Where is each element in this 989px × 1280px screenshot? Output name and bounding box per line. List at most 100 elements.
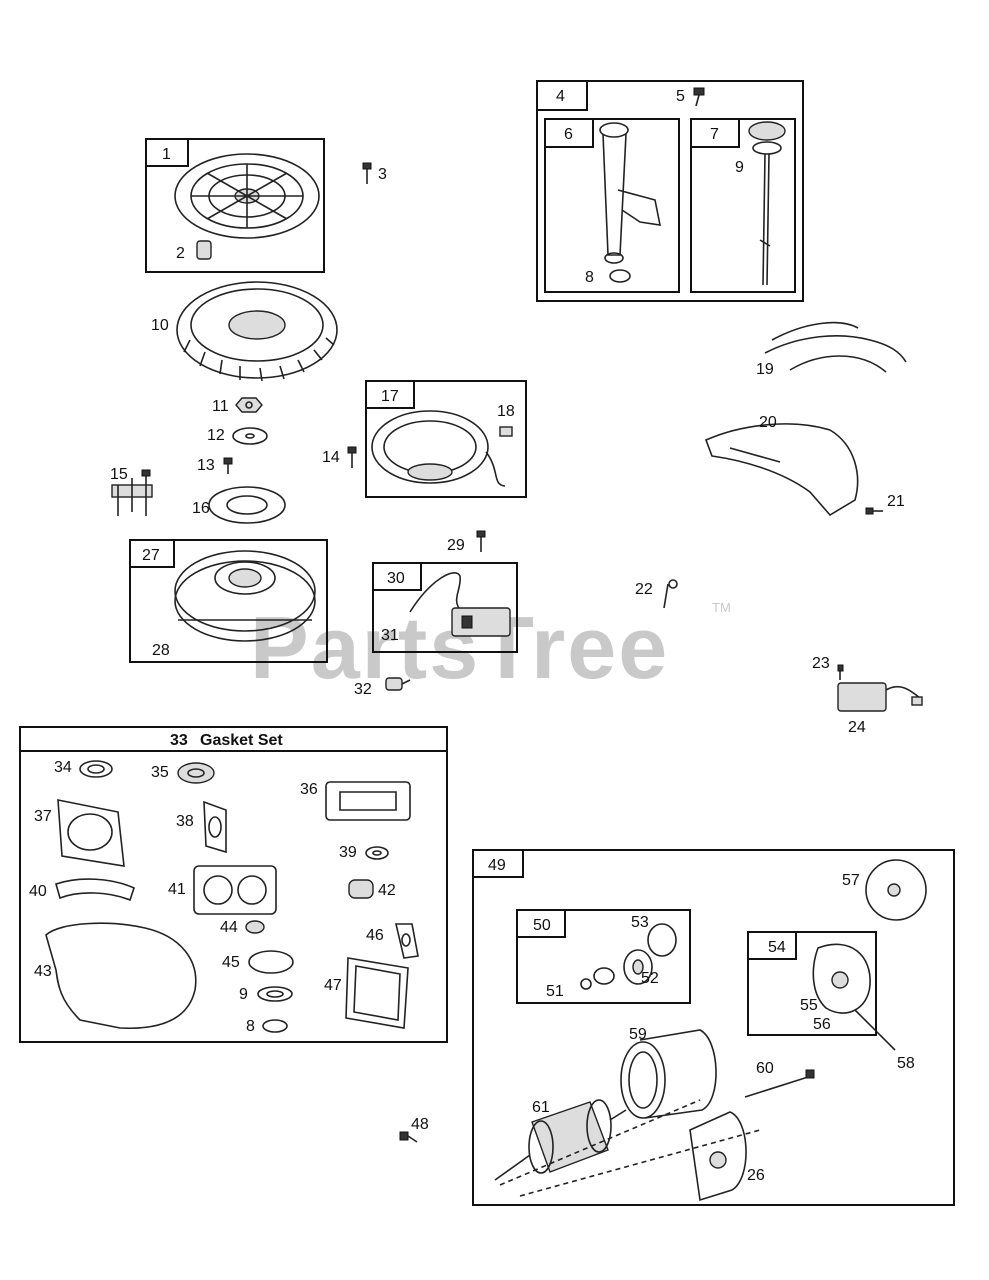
seal-35-part[interactable] bbox=[177, 762, 215, 784]
regulator-24-part[interactable] bbox=[837, 682, 923, 712]
callout-35[interactable]: 35 bbox=[151, 764, 169, 781]
screw-5-part[interactable] bbox=[693, 87, 705, 107]
callout-42[interactable]: 42 bbox=[378, 882, 396, 899]
o-ring-8b-part[interactable] bbox=[262, 1019, 288, 1033]
clip-22-part[interactable] bbox=[663, 579, 678, 609]
screw-48-part[interactable] bbox=[399, 1131, 418, 1143]
callout-47[interactable]: 47 bbox=[324, 977, 342, 994]
screw-23-part[interactable] bbox=[837, 664, 844, 680]
callout-48[interactable]: 48 bbox=[411, 1116, 429, 1133]
callout-18[interactable]: 18 bbox=[497, 403, 515, 420]
callout-56[interactable]: 56 bbox=[813, 1016, 831, 1033]
callout-54[interactable]: 54 bbox=[768, 939, 786, 956]
blower-screen-part[interactable] bbox=[174, 153, 320, 239]
dipstick-tube-part[interactable] bbox=[599, 122, 662, 264]
brush-holder-part[interactable] bbox=[812, 943, 871, 1014]
bolt-60-part[interactable] bbox=[744, 1069, 815, 1098]
callout-32[interactable]: 32 bbox=[354, 681, 372, 698]
callout-58[interactable]: 58 bbox=[897, 1055, 915, 1072]
bracket-15-part[interactable] bbox=[111, 469, 153, 516]
callout-11[interactable]: 11 bbox=[212, 398, 229, 415]
seal-44-part[interactable] bbox=[245, 920, 265, 934]
nut-11-part[interactable] bbox=[235, 397, 263, 413]
group-box-30[interactable]: 30 31 bbox=[372, 562, 518, 653]
callout-45[interactable]: 45 bbox=[222, 954, 240, 971]
flywheel-part[interactable] bbox=[174, 550, 316, 642]
group-box-4[interactable]: 4 5 6 8 7 9 bbox=[536, 80, 804, 302]
callout-19[interactable]: 19 bbox=[756, 361, 774, 378]
seal-34-part[interactable] bbox=[79, 760, 113, 778]
callout-50[interactable]: 50 bbox=[533, 917, 551, 934]
gasket-set-title[interactable]: Gasket Set bbox=[200, 732, 283, 749]
callout-23[interactable]: 23 bbox=[812, 655, 830, 672]
callout-28[interactable]: 28 bbox=[152, 642, 170, 659]
callout-31[interactable]: 31 bbox=[381, 627, 399, 644]
o-ring-8-part[interactable] bbox=[609, 269, 631, 283]
callout-39[interactable]: 39 bbox=[339, 844, 357, 861]
callout-49[interactable]: 49 bbox=[488, 857, 506, 874]
callout-55[interactable]: 55 bbox=[800, 997, 818, 1014]
screw-13-part[interactable] bbox=[223, 457, 233, 474]
callout-51[interactable]: 51 bbox=[546, 983, 564, 1000]
screw-3-part[interactable] bbox=[362, 162, 372, 184]
callout-41[interactable]: 41 bbox=[168, 881, 186, 898]
alternator-part[interactable] bbox=[371, 410, 506, 487]
callout-52[interactable]: 52 bbox=[641, 970, 659, 987]
group-box-17[interactable]: 17 18 bbox=[365, 380, 527, 498]
drive-gear-part[interactable] bbox=[580, 923, 677, 990]
callout-20[interactable]: 20 bbox=[759, 414, 777, 431]
plate-57-part[interactable] bbox=[865, 859, 927, 921]
gasket-46-part[interactable] bbox=[394, 923, 419, 959]
group-box-1[interactable]: 1 2 bbox=[145, 138, 325, 273]
screw-14-part[interactable] bbox=[347, 446, 357, 468]
plate-16-part[interactable] bbox=[208, 486, 286, 524]
screw-21-part[interactable] bbox=[865, 507, 883, 515]
spark-plug-cap-32-part[interactable] bbox=[385, 677, 411, 691]
washer-39-part[interactable] bbox=[365, 846, 389, 860]
callout-26[interactable]: 26 bbox=[747, 1167, 765, 1184]
screw-29-part[interactable] bbox=[476, 530, 486, 552]
callout-53[interactable]: 53 bbox=[631, 914, 649, 931]
callout-29[interactable]: 29 bbox=[447, 537, 465, 554]
baffle-20-part[interactable] bbox=[704, 423, 859, 517]
callout-1[interactable]: 1 bbox=[162, 146, 171, 163]
callout-37[interactable]: 37 bbox=[34, 808, 52, 825]
callout-8b[interactable]: 8 bbox=[246, 1018, 255, 1035]
sleeve-part[interactable] bbox=[196, 240, 212, 260]
gasket-38-part[interactable] bbox=[203, 800, 227, 854]
wire-harness-19-part[interactable] bbox=[764, 321, 907, 373]
callout-13[interactable]: 13 bbox=[197, 457, 215, 474]
callout-36[interactable]: 36 bbox=[300, 781, 318, 798]
o-ring-45-part[interactable] bbox=[248, 950, 294, 974]
callout-24[interactable]: 24 bbox=[848, 719, 866, 736]
ignition-coil-part[interactable] bbox=[409, 572, 511, 637]
callout-27[interactable]: 27 bbox=[142, 547, 160, 564]
callout-21[interactable]: 21 bbox=[887, 493, 905, 510]
washer-12-part[interactable] bbox=[232, 427, 268, 445]
callout-10[interactable]: 10 bbox=[151, 317, 169, 334]
callout-43[interactable]: 43 bbox=[34, 963, 52, 980]
group-box-27[interactable]: 27 28 bbox=[129, 539, 328, 663]
callout-57[interactable]: 57 bbox=[842, 872, 860, 889]
gasket-set-box[interactable]: 33 Gasket Set 34 35 36 37 38 39 bbox=[19, 726, 448, 1043]
callout-40[interactable]: 40 bbox=[29, 883, 47, 900]
motor-housing-59-part[interactable] bbox=[620, 1029, 717, 1119]
callout-4[interactable]: 4 bbox=[556, 88, 565, 105]
callout-59[interactable]: 59 bbox=[629, 1026, 647, 1043]
dipstick-part[interactable] bbox=[748, 121, 786, 286]
callout-30[interactable]: 30 bbox=[387, 570, 405, 587]
gasket-36-part[interactable] bbox=[325, 781, 411, 821]
callout-22[interactable]: 22 bbox=[635, 581, 653, 598]
callout-12[interactable]: 12 bbox=[207, 427, 225, 444]
callout-38[interactable]: 38 bbox=[176, 813, 194, 830]
callout-34[interactable]: 34 bbox=[54, 759, 72, 776]
callout-6[interactable]: 6 bbox=[564, 126, 573, 143]
seal-42-part[interactable] bbox=[348, 879, 374, 899]
gasket-47-part[interactable] bbox=[345, 957, 409, 1029]
callout-14[interactable]: 14 bbox=[322, 449, 340, 466]
callout-2[interactable]: 2 bbox=[176, 245, 185, 262]
callout-7[interactable]: 7 bbox=[710, 126, 719, 143]
gasket-43-part[interactable] bbox=[45, 922, 197, 1030]
group-box-49[interactable]: 49 50 53 52 51 57 54 55 56 5 bbox=[472, 849, 955, 1206]
callout-46[interactable]: 46 bbox=[366, 927, 384, 944]
